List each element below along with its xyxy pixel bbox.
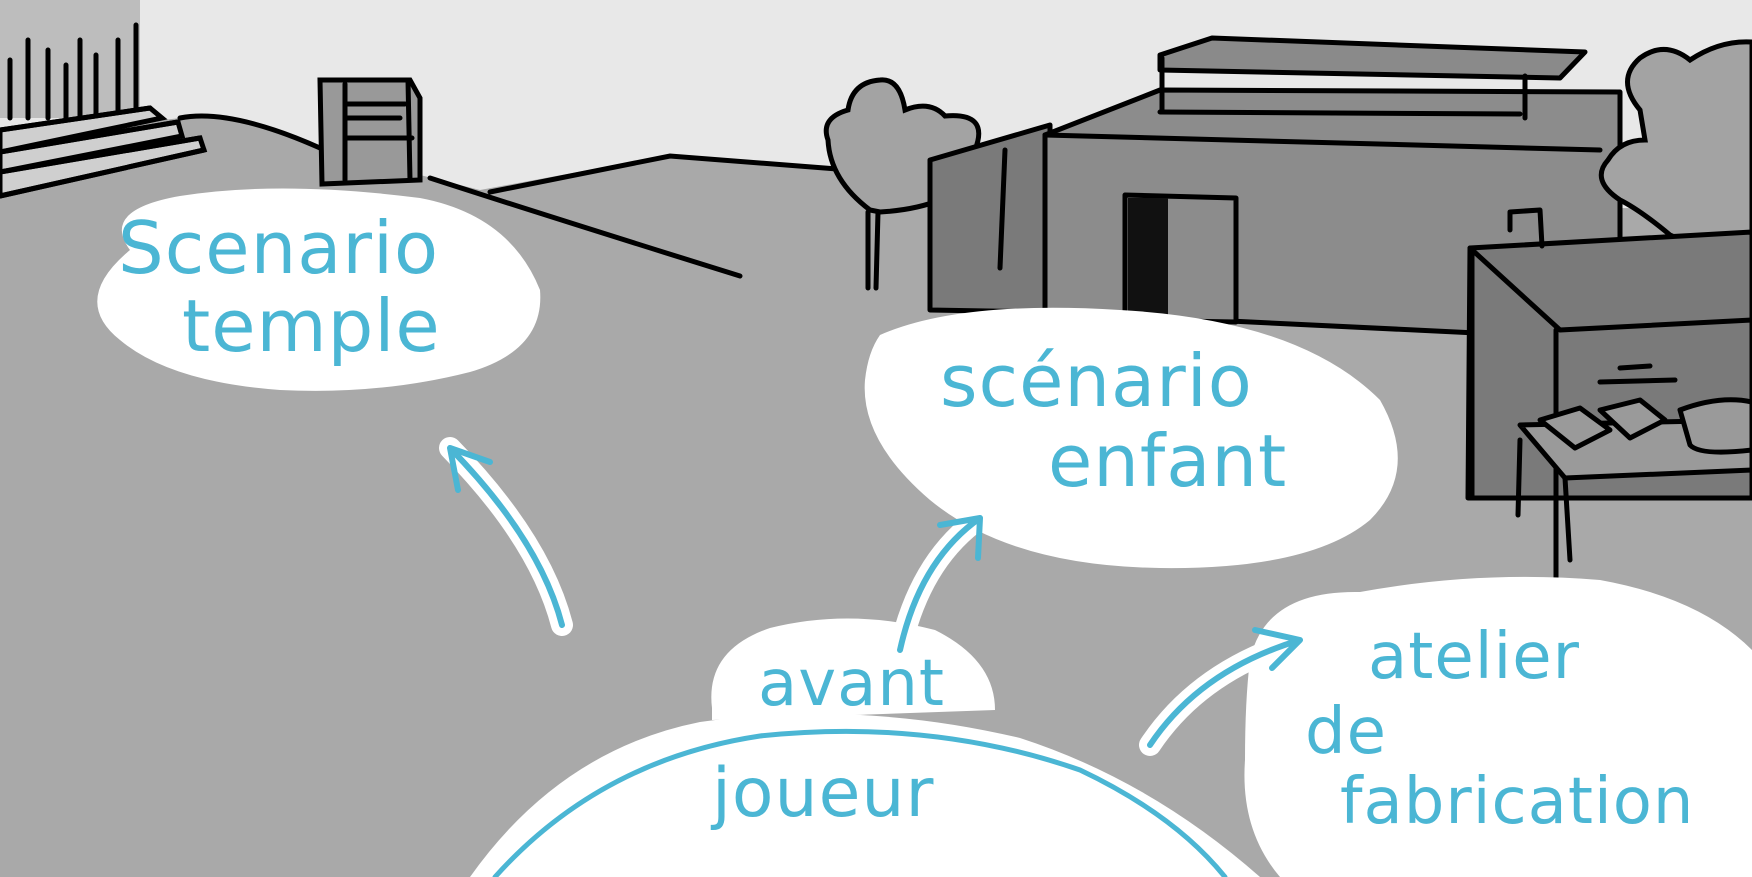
market-stall xyxy=(1465,207,1752,623)
arrow-to-temple xyxy=(447,445,565,628)
bubble-scenario-enfant xyxy=(864,307,1398,569)
label-scenario-temple-line1: Scenario xyxy=(118,206,439,290)
arrow-to-atelier xyxy=(1147,627,1303,748)
bubbles xyxy=(97,188,1752,877)
arrow-to-enfant xyxy=(897,515,983,653)
bubble-atelier xyxy=(1244,576,1752,877)
hill-line xyxy=(427,153,853,279)
arrows xyxy=(439,437,1311,877)
temple xyxy=(0,0,423,199)
label-scenario-enfant-line2: enfant xyxy=(1048,419,1288,503)
bubble-scenario-temple xyxy=(97,188,541,391)
label-avant: avant xyxy=(758,647,945,721)
label-joueur: joueur xyxy=(712,754,935,833)
small-structure xyxy=(317,77,423,187)
joueur-underline-curve xyxy=(492,728,1228,877)
label-atelier-line3: fabrication xyxy=(1340,765,1695,839)
label-scenario-temple-line2: temple xyxy=(182,284,441,368)
label-atelier-line1: atelier xyxy=(1368,620,1580,694)
bubble-avant xyxy=(711,618,995,720)
label-atelier-line2: de xyxy=(1305,695,1387,769)
bubble-joueur xyxy=(470,713,1260,877)
label-scenario-enfant-line1: scénario xyxy=(940,339,1253,423)
